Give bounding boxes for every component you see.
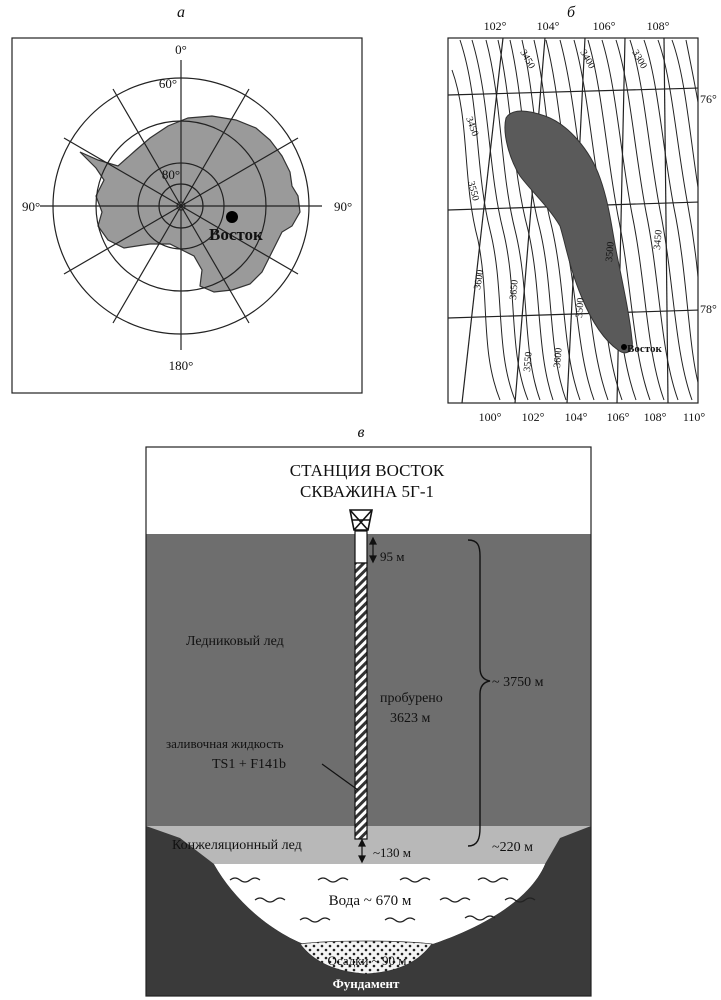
- accretion-thickness-label: ~220 м: [492, 840, 533, 855]
- lon-label-bottom-110: 110°: [683, 410, 706, 424]
- contour-label-3550-bottom: 3550: [522, 351, 535, 372]
- meridian-lines: [40, 60, 322, 350]
- water-waves: [229, 877, 536, 923]
- lake-vostok: [504, 110, 633, 354]
- contour-label-3650: 3650: [508, 279, 521, 300]
- panel-b-letter: б: [567, 4, 576, 21]
- contour-label-3550-left: 3550: [465, 180, 481, 202]
- panel-b: б: [447, 4, 717, 424]
- contour-label-3450-right: 3450: [652, 229, 665, 250]
- lat-label-78: 78°: [700, 302, 717, 316]
- contour-label-3500-center: 3500: [574, 297, 587, 318]
- lon-label-bottom-100: 100°: [479, 410, 502, 424]
- lon-label-bottom-104: 104°: [565, 410, 588, 424]
- total-ice-brace: [467, 539, 491, 847]
- meridian-label-0: 0°: [175, 42, 187, 57]
- lon-label-bottom-106: 106°: [607, 410, 630, 424]
- depth-95-arrow: [369, 536, 377, 564]
- total-ice-label: ~ 3750 м: [492, 675, 544, 690]
- meridian-label-90-east: 90°: [334, 199, 352, 214]
- lat-label-76: 76°: [700, 92, 717, 106]
- panel-c: в: [145, 424, 592, 997]
- drilled-label-line2: 3623 м: [390, 711, 431, 726]
- water-label: Вода ~ 670 м: [329, 893, 412, 909]
- depth-95-label: 95 м: [380, 549, 404, 564]
- vostok-station-marker: [226, 211, 238, 223]
- contour-label-3600-bottom: 3600: [552, 347, 565, 368]
- drilling-fluid-label-line1: заливочная жидкость: [166, 736, 284, 751]
- panel-a: а 0°: [11, 4, 363, 394]
- vostok-station-marker-b: [621, 344, 627, 350]
- station-title: СТАНЦИЯ ВОСТОК: [290, 461, 445, 480]
- lon-label-top-108: 108°: [647, 19, 670, 33]
- vostok-label-b: Восток: [627, 343, 662, 355]
- fluid-leader-line: [321, 763, 359, 791]
- borehole-casing: [354, 530, 368, 564]
- lon-label-bottom-102: 102°: [522, 410, 545, 424]
- latitude-label-60: 60°: [159, 76, 177, 91]
- accretion-ice-layer: [146, 826, 591, 864]
- bedrock-left-wall: [146, 826, 214, 864]
- meridian-label-90-west: 90°: [22, 199, 40, 214]
- contour-label-3600-left: 3600: [472, 269, 486, 291]
- panel-b-frame: [447, 37, 699, 404]
- panel-a-letter: а: [177, 4, 185, 21]
- bedrock-label: Фундамент: [333, 976, 400, 991]
- drilling-fluid-label-line2: TS1 + F141b: [212, 757, 286, 772]
- lat-lon-grid: [448, 38, 698, 403]
- subglacial-water: [214, 864, 545, 948]
- depth-130-arrow: [358, 838, 366, 864]
- latitude-label-80: 80°: [162, 167, 180, 182]
- panel-c-letter: в: [358, 424, 365, 441]
- sediment-layer: [299, 940, 433, 975]
- glacier-ice-label: Ледниковый лед: [186, 634, 284, 649]
- sediment-label: Осадки ~ 90 м: [328, 953, 407, 968]
- drill-rig-icon: [349, 509, 373, 531]
- contour-label-3500-right: 3500: [604, 241, 617, 262]
- bedrock-layer: [146, 864, 591, 996]
- panel-c-frame: [145, 446, 592, 997]
- vostok-label-a: Восток: [209, 225, 263, 244]
- depth-130-label: ~130 м: [373, 845, 411, 860]
- borehole-fluid-column: [354, 562, 368, 840]
- bedrock-right-wall: [545, 826, 591, 864]
- antarctica-landmass: [79, 115, 301, 293]
- glacier-ice-layer: [146, 534, 591, 826]
- meridian-label-180: 180°: [169, 358, 194, 373]
- borehole-title: СКВАЖИНА 5Г-1: [300, 482, 434, 501]
- drilled-label-line1: пробурено: [380, 691, 443, 706]
- lon-label-top-104: 104°: [537, 19, 560, 33]
- lon-label-top-106: 106°: [593, 19, 616, 33]
- lon-label-bottom-108: 108°: [644, 410, 667, 424]
- accretion-ice-label: Конжеляционный лед: [172, 838, 302, 853]
- lon-label-top-102: 102°: [484, 19, 507, 33]
